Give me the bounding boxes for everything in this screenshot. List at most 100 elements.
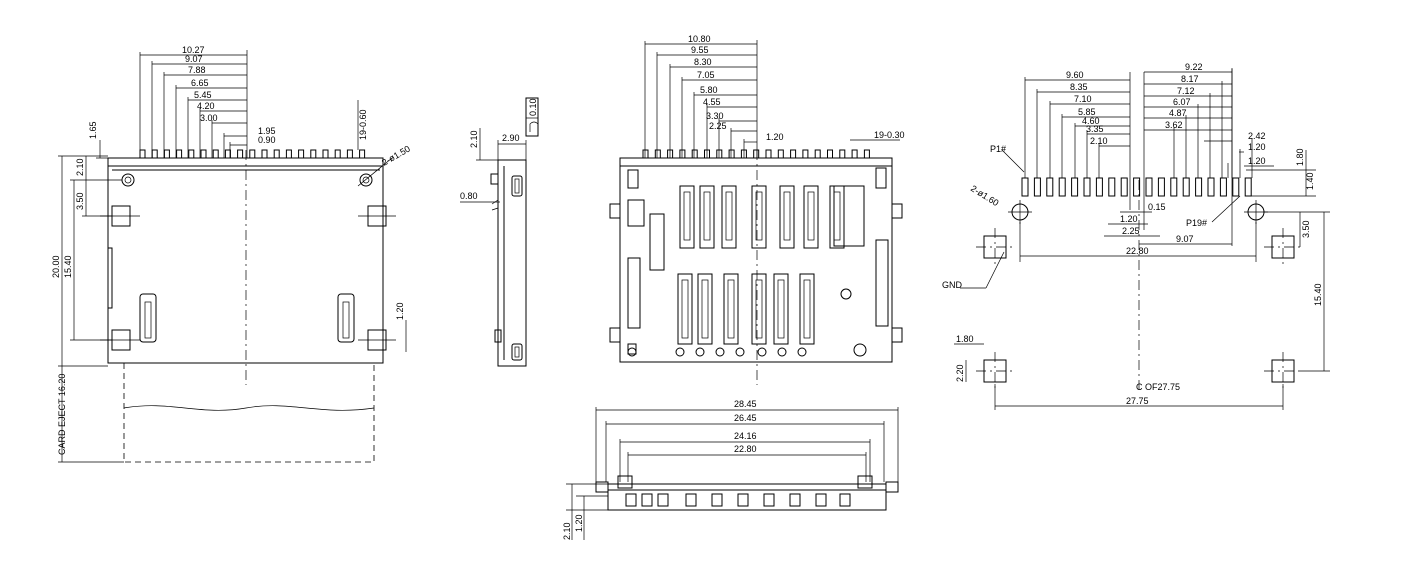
width-dim: 28.45 (734, 399, 757, 409)
pin (346, 149, 353, 159)
dim-0-10: 0.10 (528, 98, 538, 116)
pin (298, 149, 305, 159)
smt-pad (1157, 177, 1165, 197)
p19-label: P19# (1186, 218, 1207, 228)
pin (188, 149, 195, 159)
locating-hole (121, 173, 135, 187)
dim-2-10-front: 2.10 (562, 522, 572, 540)
dim-label: 5.80 (700, 85, 718, 95)
contact-spring (829, 185, 845, 249)
front-body-outline (607, 483, 887, 511)
dim-label: 3.30 (706, 111, 724, 121)
pin (249, 149, 256, 159)
smt-pad (1219, 177, 1227, 197)
gnd-label: GND (942, 280, 963, 290)
dim-label: 8.35 (1070, 82, 1088, 92)
dim-label: 9.55 (691, 45, 709, 55)
hole-label: 2-ø1.50 (380, 144, 412, 168)
dim-9-07-fp: 9.07 (1176, 234, 1194, 244)
dim-label: 2.10 (1090, 136, 1108, 146)
pin (224, 149, 231, 159)
width-dim: 24.16 (734, 431, 757, 441)
contact-spring (803, 185, 819, 249)
dim-label: 9.22 (1185, 62, 1203, 72)
dim-22-80-fp: 22.80 (1126, 246, 1149, 256)
dim-label: 5.85 (1078, 107, 1096, 117)
pin (802, 149, 809, 159)
dim-label: 4.20 (197, 101, 215, 111)
smt-pad (1195, 177, 1203, 197)
view-2-side: 0.10 2.10 2.90 0.80 (460, 97, 539, 367)
dim-box (525, 97, 539, 137)
dim-1-20-fp: 1.20 (1120, 214, 1138, 224)
contact-spring (677, 273, 693, 345)
view-5-footprint: P1# P19# 2-ø1.60 GND C OF27.75 9.608.357… (942, 62, 1330, 410)
dim-2-25-fp: 2.25 (1122, 226, 1140, 236)
pin (285, 149, 292, 159)
dim-label: 8.17 (1181, 74, 1199, 84)
dim-label: 8.30 (694, 57, 712, 67)
dim-20-00: 20.00 (51, 255, 61, 278)
smt-pad (1071, 177, 1079, 197)
dim-label: 3.00 (200, 113, 218, 123)
connector-body-outline (107, 157, 384, 364)
centerline-label: C OF27.75 (1136, 382, 1180, 392)
card-eject-outline (123, 363, 375, 463)
dim-label: 5.45 (194, 90, 212, 100)
smt-pad (1182, 177, 1190, 197)
dim-1-20-front: 1.20 (574, 514, 584, 532)
pin (273, 149, 280, 159)
pin (753, 149, 760, 159)
view-1-top: 10.279.077.886.655.454.203.001.950.90 1.… (51, 45, 412, 463)
smt-pad (1083, 177, 1091, 197)
p1-label: P1# (990, 144, 1006, 154)
pin (790, 149, 797, 159)
smt-pad (1120, 177, 1128, 197)
pin (728, 149, 735, 159)
dim-label: 4.87 (1169, 108, 1187, 118)
locating-hole (359, 173, 373, 187)
pin (237, 149, 244, 159)
pin (310, 149, 317, 159)
dim-label: 10.27 (182, 45, 205, 55)
contact-spring (679, 185, 695, 249)
pin (200, 149, 207, 159)
smt-pad (1021, 177, 1029, 197)
dim-27-75: 27.75 (1126, 396, 1149, 406)
pin (151, 149, 158, 159)
dim-1-80-fp: 1.80 (1295, 148, 1305, 166)
dim-label: 0.90 (258, 135, 276, 145)
dim-0-15: 0.15 (1148, 202, 1166, 212)
dim-2-10-side: 2.10 (469, 130, 479, 148)
smt-pad (1033, 177, 1041, 197)
dim-label: 3.62 (1165, 120, 1183, 130)
dim-label: 7.12 (1177, 86, 1195, 96)
dim-0-80: 0.80 (460, 191, 478, 201)
pin (139, 149, 146, 159)
pin (176, 149, 183, 159)
dim-1-80-pad: 1.80 (956, 334, 974, 344)
dim-label: 10.80 (688, 34, 711, 44)
dim-2-90: 2.90 (502, 133, 520, 143)
dim-label: 7.10 (1074, 94, 1092, 104)
dim-label: 4.55 (703, 97, 721, 107)
pin (851, 149, 858, 159)
side-body-outline (497, 159, 527, 367)
dim-label: 4.60 (1082, 116, 1100, 126)
pin (863, 149, 870, 159)
dim-label: 7.88 (188, 65, 206, 75)
dim-15-40: 15.40 (63, 255, 73, 278)
dim-label: 3.35 (1086, 124, 1104, 134)
pin (679, 149, 686, 159)
dim-label: 7.05 (697, 70, 715, 80)
pin (261, 149, 268, 159)
contact-spring (773, 273, 789, 345)
dim-3-50-fp: 3.50 (1301, 220, 1311, 238)
pin (359, 149, 366, 159)
smt-pad (1145, 177, 1153, 197)
dim-label: 1.95 (258, 126, 276, 136)
dim-label: 1.20 (1248, 156, 1266, 166)
smt-pad (1095, 177, 1103, 197)
